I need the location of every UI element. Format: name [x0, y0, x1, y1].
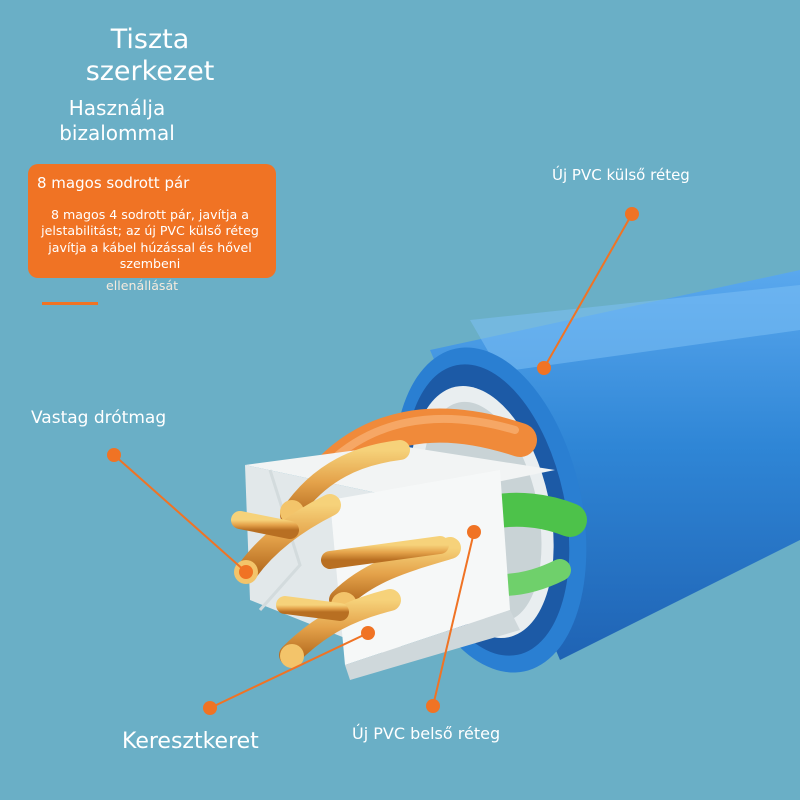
info-box-tail: ellenállását	[106, 278, 179, 293]
info-box-heading: 8 magos sodrott pár	[37, 174, 190, 192]
info-box: 8 magos sodrott pár 8 magos 4 sodrott pá…	[28, 164, 276, 278]
label-inner-pvc-layer: Új PVC belső réteg	[352, 724, 501, 743]
label-outer-pvc-layer: Új PVC külső réteg	[552, 166, 690, 184]
headline: Tiszta szerkezet	[70, 24, 230, 89]
accent-line	[42, 302, 98, 305]
info-box-body: 8 magos 4 sodrott pár, javítja a jelstab…	[41, 207, 259, 272]
label-thick-core: Vastag drótmag	[31, 408, 167, 428]
subheadline-line-2: bizalommal	[59, 121, 175, 145]
label-cross-frame: Keresztkeret	[122, 729, 259, 754]
callout-frame	[203, 626, 375, 715]
callout-outer	[537, 207, 639, 375]
headline-line-2: szerkezet	[85, 56, 215, 88]
subheadline-line-1: Használja	[68, 96, 166, 120]
copper-cores	[231, 440, 461, 668]
callout-inner	[426, 525, 481, 713]
callout-core	[107, 448, 253, 579]
headline-line-1: Tiszta	[110, 24, 190, 55]
subheadline: Használja bizalommal	[52, 96, 182, 146]
